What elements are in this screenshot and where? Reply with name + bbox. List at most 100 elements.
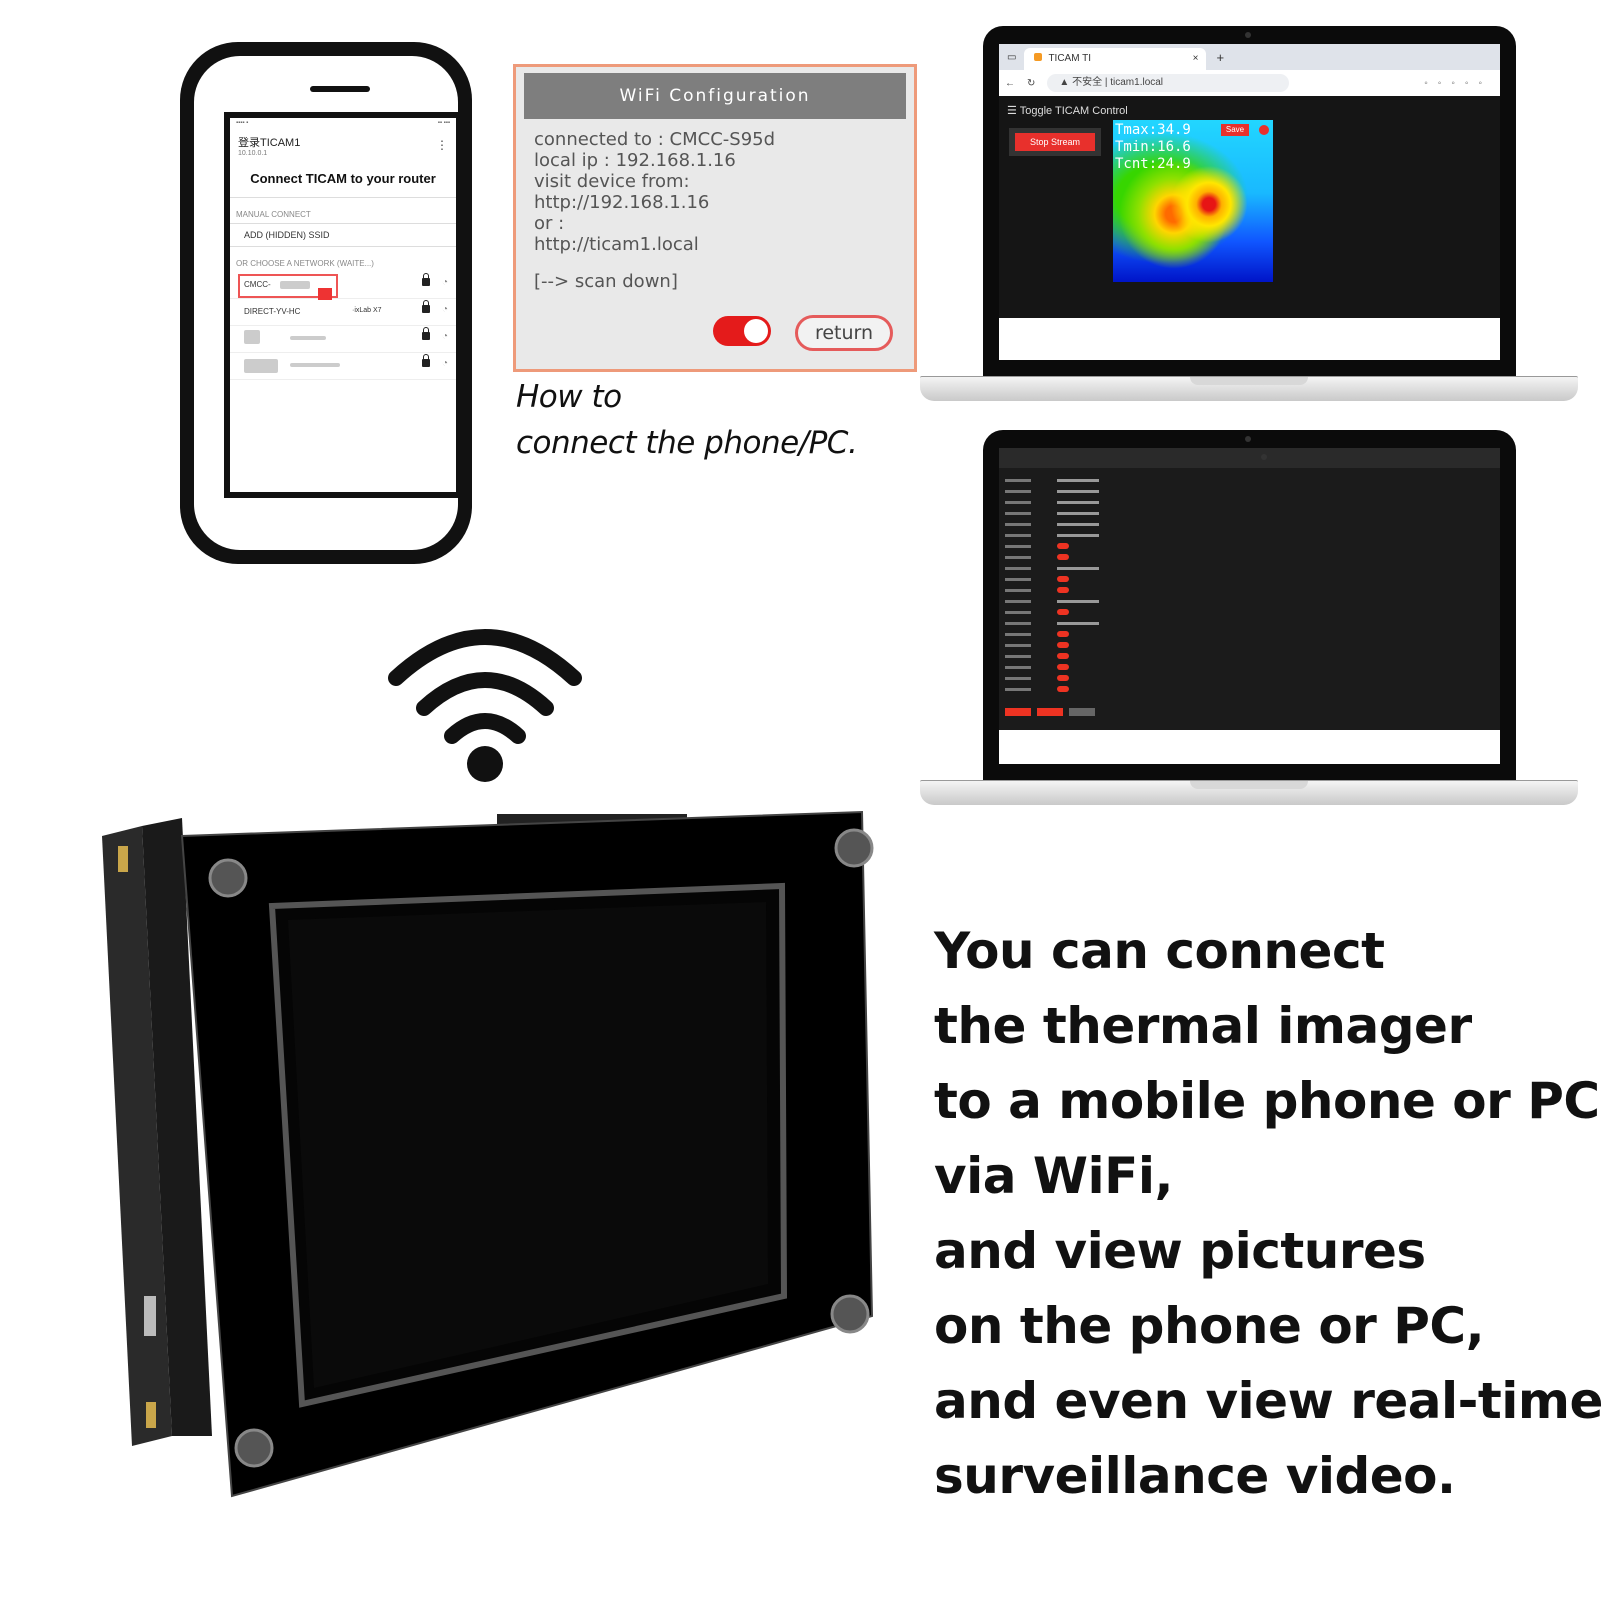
reload-icon[interactable]: ↻ <box>1027 77 1036 89</box>
howto-caption: How to connect the phone/PC. <box>516 374 858 466</box>
blurred-ssid <box>244 330 260 344</box>
browser-chrome <box>999 448 1500 468</box>
setting-row[interactable] <box>1005 641 1101 650</box>
setting-row[interactable] <box>1005 586 1101 595</box>
tab-close-icon[interactable]: × <box>1192 53 1199 64</box>
browser-tab[interactable]: TICAM TI × <box>1024 48 1207 70</box>
connected-to-line: connected to : CMCC-S95d <box>534 129 776 150</box>
setting-row[interactable] <box>1005 608 1101 617</box>
camera-stream-view <box>1261 454 1267 460</box>
setting-row[interactable] <box>1005 553 1101 562</box>
selected-network-highlight <box>238 274 338 298</box>
portal-heading: Connect TICAM to your router <box>230 167 456 198</box>
or-line: or : <box>534 213 565 234</box>
portal-ssid-title: 登录TICAM1 <box>238 137 301 149</box>
laptop-display: ▭ TICAM TI × + ← ↻ ▲ 不安全 | ticam1.local … <box>999 44 1500 360</box>
laptop-notch <box>1190 781 1308 789</box>
wifi-config-dialog: WiFi Configuration connected to : CMCC-S… <box>513 64 917 372</box>
more-menu-icon[interactable]: ⋮ <box>436 138 448 152</box>
phone-illustration: ▪▪▪▪ ▪▪▪ ▪▪▪ 登录TICAM1 10.10.0.1 ⋮ Connec… <box>180 42 472 564</box>
setting-row[interactable] <box>1005 531 1101 540</box>
scan-down-hint: [--> scan down] <box>534 271 678 292</box>
tab-title: TICAM TI <box>1048 53 1092 64</box>
caption-line: to a mobile phone or PC <box>934 1072 1600 1130</box>
laptop-lid: ▭ TICAM TI × + ← ↻ ▲ 不安全 | ticam1.local … <box>983 26 1516 378</box>
phone-body: ▪▪▪▪ ▪▪▪ ▪▪▪ 登录TICAM1 10.10.0.1 ⋮ Connec… <box>194 56 462 550</box>
setting-row[interactable] <box>1005 520 1101 529</box>
setting-row[interactable] <box>1005 663 1101 672</box>
setting-row[interactable] <box>1005 542 1101 551</box>
wifi-toggle-switch[interactable] <box>713 316 771 346</box>
browser-toolbar-icons[interactable]: ◦◦◦◦◦ <box>1424 77 1492 89</box>
tmax-readout: Tmax:34.9 <box>1115 122 1191 138</box>
network-item[interactable]: ◔ <box>230 353 456 380</box>
setting-row[interactable] <box>1005 476 1101 485</box>
url-field[interactable]: ▲ 不安全 | ticam1.local <box>1047 74 1290 92</box>
wifi-icon: ◔ <box>441 277 448 288</box>
howto-line: connect the phone/PC. <box>516 425 858 461</box>
url-text: ticam1.local <box>1110 77 1164 88</box>
choose-network-label: OR CHOOSE A NETWORK (WAITE...) <box>236 259 374 268</box>
setting-row[interactable] <box>1005 564 1101 573</box>
setting-row[interactable] <box>1005 498 1101 507</box>
camera-action-button[interactable] <box>1069 708 1095 716</box>
browser-tab-bar: ▭ TICAM TI × + <box>999 44 1500 70</box>
caption-line: on the phone or PC, <box>934 1297 1485 1355</box>
window-icon: ▭ <box>1007 51 1017 63</box>
stop-stream-panel: Stop Stream <box>1009 128 1101 156</box>
laptop-display <box>999 448 1500 764</box>
local-ip-line: local ip : 192.168.1.16 <box>534 150 736 171</box>
close-stream-icon[interactable] <box>1259 125 1269 135</box>
back-arrow-icon[interactable]: ← <box>1005 77 1015 89</box>
setting-row[interactable] <box>1005 575 1101 584</box>
wifi-icon: ◔ <box>441 358 448 369</box>
network-item[interactable]: CMCC- ◔ <box>230 272 456 300</box>
caption-line: the thermal imager <box>934 997 1472 1055</box>
portal-ip: 10.10.0.1 <box>238 150 268 157</box>
camera-action-button[interactable] <box>1005 708 1031 716</box>
laptop-thermal-stream: ▭ TICAM TI × + ← ↻ ▲ 不安全 | ticam1.local … <box>920 26 1578 406</box>
lock-icon <box>422 354 430 367</box>
add-hidden-ssid-button[interactable]: ADD (HIDDEN) SSID <box>230 223 456 247</box>
network-item[interactable]: ◔ <box>230 326 456 353</box>
phone-screen: ▪▪▪▪ ▪▪▪ ▪▪▪ 登录TICAM1 10.10.0.1 ⋮ Connec… <box>224 112 462 498</box>
camera-action-button[interactable] <box>1037 708 1063 716</box>
caption-line: and view pictures <box>934 1222 1426 1280</box>
stop-stream-button[interactable]: Stop Stream <box>1015 133 1095 151</box>
caption-line: surveillance video. <box>934 1447 1456 1505</box>
laptop-lid <box>983 430 1516 782</box>
setting-row[interactable] <box>1005 685 1101 694</box>
wifi-icon: ◔ <box>441 304 448 315</box>
tab-favicon-icon <box>1034 53 1043 61</box>
network-item[interactable]: DIRECT-YV-HC ·ixLab X7 ◔ <box>230 299 456 326</box>
setting-row[interactable] <box>1005 674 1101 683</box>
setting-row[interactable] <box>1005 509 1101 518</box>
setting-row[interactable] <box>1005 487 1101 496</box>
device-ip-url[interactable]: http://192.168.1.16 <box>534 192 710 213</box>
wifi-icon <box>388 629 582 782</box>
thermal-image: Tmax:34.9 Tmin:16.6 Tcnt:24.9 Save <box>1113 120 1273 282</box>
network-name: DIRECT-YV-HC <box>244 307 301 316</box>
tcnt-readout: Tcnt:24.9 <box>1115 156 1191 172</box>
setting-row[interactable] <box>1005 652 1101 661</box>
lock-icon <box>422 273 430 286</box>
return-button[interactable]: return <box>795 315 893 351</box>
feature-caption: You can connect the thermal imager to a … <box>934 914 1601 1514</box>
camera-web-page <box>999 448 1500 730</box>
camera-settings-panel <box>1005 476 1101 726</box>
wifi-config-title: WiFi Configuration <box>524 73 906 119</box>
device-local-url[interactable]: http://ticam1.local <box>534 234 699 255</box>
laptop-camera-stream <box>920 430 1578 810</box>
setting-row[interactable] <box>1005 597 1101 606</box>
new-tab-icon[interactable]: + <box>1216 49 1225 65</box>
setting-row[interactable] <box>1005 630 1101 639</box>
visit-device-line: visit device from: <box>534 171 690 192</box>
setting-row[interactable] <box>1005 619 1101 628</box>
toggle-knob <box>744 319 768 343</box>
blurred-ssid <box>290 363 340 367</box>
toggle-control-link[interactable]: ☰ Toggle TICAM Control <box>1007 105 1128 117</box>
laptop-notch <box>1190 377 1308 385</box>
browser-address-bar: ← ↻ ▲ 不安全 | ticam1.local ◦◦◦◦◦ <box>999 70 1500 97</box>
lock-icon <box>422 327 430 340</box>
save-button[interactable]: Save <box>1221 124 1249 136</box>
